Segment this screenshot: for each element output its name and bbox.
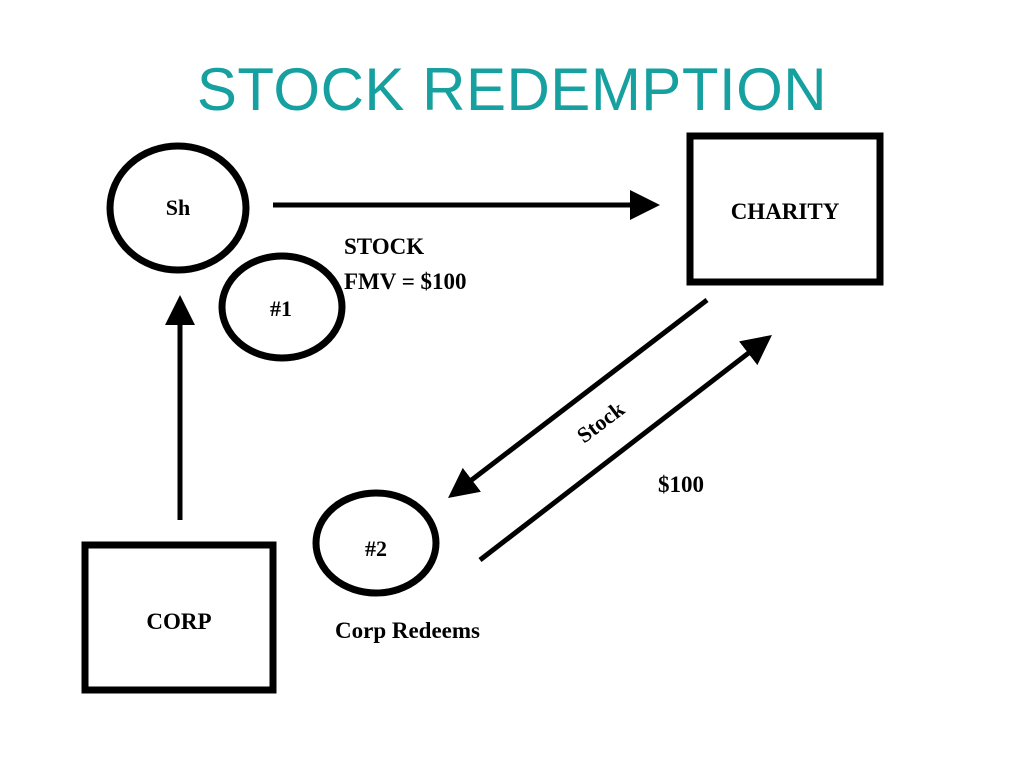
charity-node: CHARITY xyxy=(686,132,884,286)
stock-diagonal-label: Stock xyxy=(572,396,630,448)
stock-label-line2: FMV = $100 xyxy=(344,269,467,294)
shareholder-label: Sh xyxy=(166,195,190,220)
corp-label: CORP xyxy=(146,609,211,634)
stock-label-line1: STOCK xyxy=(344,234,424,259)
shareholder-node: Sh xyxy=(106,142,250,274)
charity-label: CHARITY xyxy=(731,199,840,224)
slide-title: STOCK REDEMPTION xyxy=(196,56,828,123)
step1-node: #1 xyxy=(218,252,346,362)
step2-label: #2 xyxy=(365,536,387,561)
step2-node: #2 xyxy=(312,489,440,597)
amount-label: $100 xyxy=(658,472,704,497)
corp-node: CORP xyxy=(81,541,277,694)
arrow-corp-to-charity-cash xyxy=(478,334,772,562)
corp-redeems-label: Corp Redeems xyxy=(335,618,480,643)
step1-label: #1 xyxy=(270,296,292,321)
arrow-charity-to-corp-stock xyxy=(448,298,709,499)
